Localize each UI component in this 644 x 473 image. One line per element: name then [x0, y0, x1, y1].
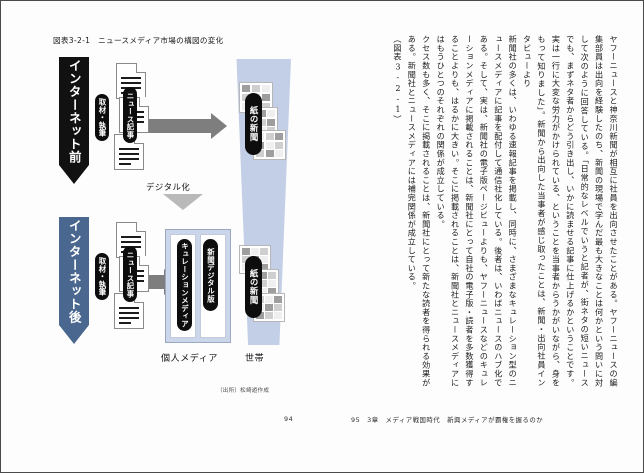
era-arrow-after-internet: インターネット後: [59, 217, 89, 344]
label-text: 取材・執筆: [97, 257, 107, 296]
footer-chapter-title: 新興メディアが覇権を握るのか: [447, 416, 544, 424]
label-text: 紙の新聞: [249, 106, 260, 142]
era-arrow-before-label: インターネット前: [66, 58, 82, 164]
footer-chapter: 3章 メディア戦国時代: [367, 416, 441, 424]
arrow-shaft: [145, 119, 211, 133]
label-paper-newspaper-after: 紙の新聞: [245, 256, 262, 318]
label-text: ニュース記事: [125, 91, 135, 139]
era-arrow-before-internet: インターネット前: [59, 57, 89, 184]
news-article-document-icon: [116, 63, 146, 99]
document-lines: [119, 148, 139, 168]
era-arrow-after-head: [59, 325, 89, 344]
personal-media-container: [165, 229, 231, 343]
digitization-down-arrow: [163, 194, 203, 210]
flow-arrow-before-internet: [145, 113, 227, 139]
label-newspaper-digital-edition: 新聞デジタル版: [203, 239, 218, 311]
digitization-label: デジタル化: [146, 182, 191, 192]
body-text-vertical: ヤフーニュースと神奈川新聞が相互に社員を出向させたことがある。ヤフーニュースの編…: [321, 35, 621, 387]
label-text: 取材・執筆: [97, 98, 107, 137]
label-paper-newspaper-before: 紙の新聞: [245, 93, 262, 155]
label-text: 新聞デジタル版: [206, 247, 216, 303]
label-text: ニュース記事: [125, 250, 135, 298]
era-arrow-after-shaft: インターネット後: [59, 217, 89, 325]
caption-personal-media: 個人メディア: [161, 354, 218, 364]
label-text: キュレーションメディア: [180, 242, 190, 328]
era-arrow-after-label: インターネット後: [66, 218, 82, 324]
footer-right-page-number: 95: [351, 416, 361, 424]
body-paragraph: ヤフーニュースと神奈川新聞が相互に社員を出向させたことがある。ヤフーニュースの編…: [522, 35, 619, 387]
era-arrow-before-shaft: インターネット前: [59, 57, 89, 165]
label-text: 紙の新聞: [249, 269, 260, 305]
figure-source-note: （出所）松崎遊作成: [217, 388, 270, 394]
era-arrow-before-head: [59, 165, 89, 184]
document-lines: [119, 307, 139, 327]
label-news-article-before: ニュース記事: [123, 87, 137, 143]
label-curation-media: キュレーションメディア: [177, 239, 192, 331]
body-paragraph: 新聞社の多くは、いわゆる速報記事を掲載し、同時に、さまざまなキュレーション型のニ…: [436, 35, 519, 387]
label-news-article-after: ニュース記事: [123, 246, 137, 302]
footer-right: 95 3章 メディア戦国時代新興メディアが覇権を握るのか: [351, 415, 543, 424]
body-paragraph: クセス数も多く、そこに掲載されることは、新聞社にとって新たな読者を得られる効果が…: [407, 35, 432, 387]
label-reporting-writing-before: 取材・執筆: [95, 94, 109, 141]
arrow-head: [211, 113, 227, 139]
body-paragraph: （図表3-2-1）: [392, 35, 403, 124]
figure-title: 図表3-2-1 ニュースメディア市場の構図の変化: [53, 36, 224, 45]
label-reporting-writing-after: 取材・執筆: [95, 253, 109, 300]
footer-left-page-number: 94: [284, 415, 294, 423]
caption-household: 世帯: [245, 354, 265, 364]
